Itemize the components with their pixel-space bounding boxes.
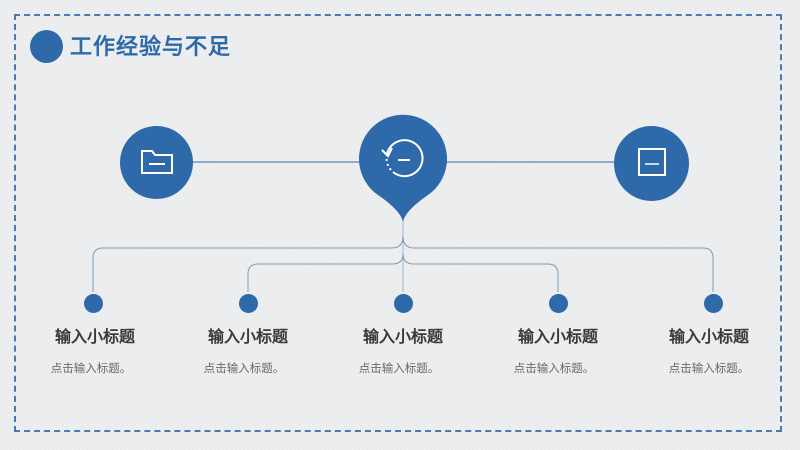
item-dot (394, 294, 413, 313)
item-dot (549, 294, 568, 313)
item-description[interactable]: 点击输入标题。 (668, 361, 750, 375)
item-dot (239, 294, 258, 313)
history-clock-icon (381, 139, 424, 178)
page-title: 工作经验与不足 (70, 35, 232, 60)
item-title[interactable]: 输入小标题 (54, 327, 135, 346)
folder-circle (120, 126, 193, 199)
item-description[interactable]: 点击输入标题。 (513, 361, 595, 375)
item-description[interactable]: 点击输入标题。 (358, 361, 440, 375)
item-title[interactable]: 输入小标题 (362, 327, 443, 346)
item-description[interactable]: 点击输入标题。 (50, 361, 132, 375)
item-title[interactable]: 输入小标题 (207, 327, 288, 346)
center-pin-marker (359, 114, 447, 222)
folder-icon (140, 147, 174, 179)
window-circle (614, 126, 689, 201)
window-icon (637, 147, 667, 181)
item-dot (704, 294, 723, 313)
item-title[interactable]: 输入小标题 (668, 327, 749, 346)
slide-frame (14, 14, 782, 432)
item-description[interactable]: 点击输入标题。 (203, 361, 285, 375)
item-dot (84, 294, 103, 313)
item-title[interactable]: 输入小标题 (517, 327, 598, 346)
title-bullet (30, 30, 63, 63)
